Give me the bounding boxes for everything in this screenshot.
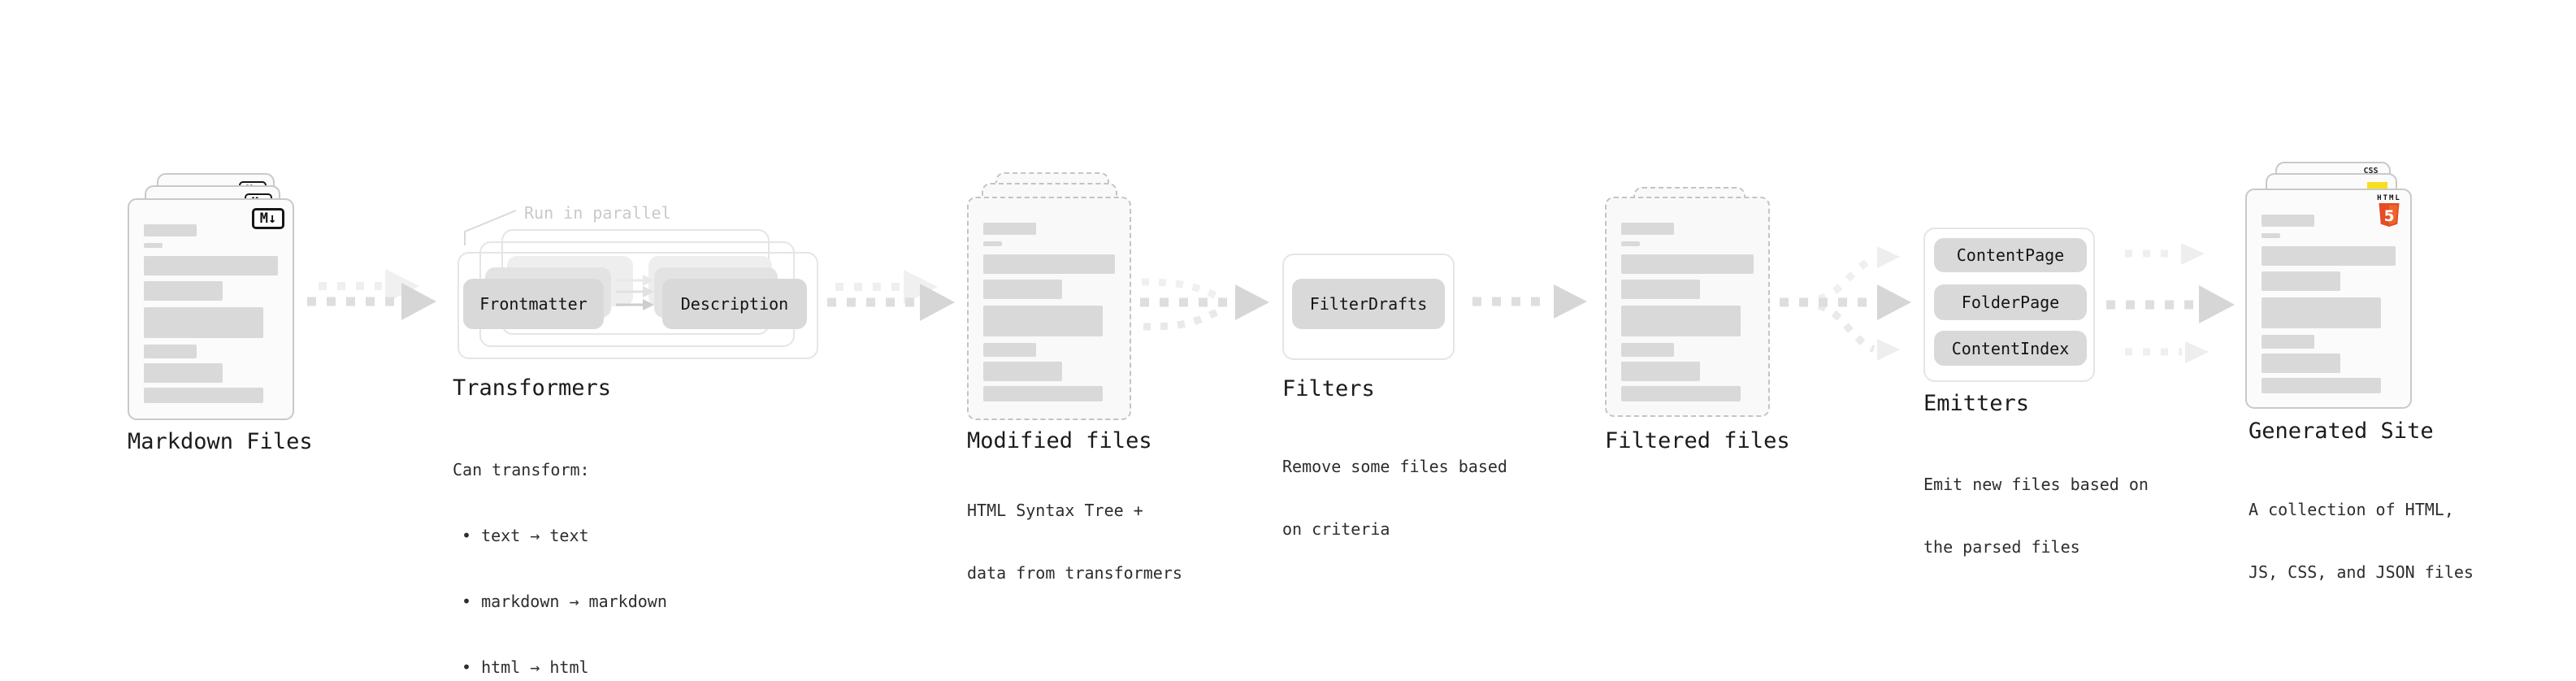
skeleton-bar: [144, 363, 223, 383]
filterdrafts-chip: FilterDrafts: [1292, 279, 1445, 329]
sub-line: • html → html: [462, 657, 589, 677]
skeleton-bar: [983, 362, 1062, 381]
skeleton-bar: [1621, 223, 1674, 235]
skeleton-bar: [1621, 343, 1674, 357]
sub-line: A collection of HTML,: [2249, 500, 2454, 519]
skeleton-bar: [2262, 354, 2340, 373]
stage-label-markdown-files: Markdown Files: [128, 429, 313, 454]
arrow-markdown-to-transformers-icon: [307, 269, 436, 320]
skeleton-bar: [983, 241, 1002, 246]
stage-label-modified-files: Modified files: [967, 428, 1152, 453]
sub-line: Can transform:: [453, 460, 590, 479]
skeleton-text: [983, 223, 1115, 401]
skeleton-text: [144, 224, 278, 403]
generated-site-description: A collection of HTML, JS, CSS, and JSON …: [2249, 458, 2474, 624]
skeleton-bar: [983, 223, 1036, 235]
markdown-file-card-front: M↓: [128, 198, 294, 420]
filtered-file-card-front: [1605, 197, 1770, 417]
svg-text:5: 5: [2384, 208, 2395, 225]
skeleton-bar: [1621, 241, 1640, 246]
arrow-transformers-to-modified-icon: [827, 270, 955, 321]
stage-label-transformers: Transformers: [453, 375, 612, 401]
contentpage-chip: ContentPage: [1934, 238, 2087, 272]
skeleton-bar: [2262, 246, 2396, 266]
stage-label-filtered-files: Filtered files: [1605, 428, 1790, 453]
filters-box: [1282, 254, 1455, 360]
skeleton-bar: [1621, 306, 1741, 336]
arrow-modified-to-filters-icon: [1140, 278, 1269, 331]
stage-label-generated-site: Generated Site: [2249, 419, 2434, 444]
folderpage-chip: FolderPage: [1934, 284, 2087, 320]
sub-line: on criteria: [1282, 518, 1390, 539]
skeleton-bar: [144, 388, 263, 403]
skeleton-bar: [1621, 362, 1700, 381]
modified-file-card-front: [967, 197, 1131, 420]
contentindex-chip: ContentIndex: [1934, 331, 2087, 366]
modified-files-description: HTML Syntax Tree + data from transformer…: [967, 459, 1182, 625]
skeleton-bar: [983, 254, 1115, 274]
emitters-description: Emit new files based on the parsed files: [1923, 433, 2149, 599]
html5-wordmark: HTML: [2377, 194, 2401, 202]
sub-line: Remove some files based: [1282, 457, 1507, 476]
transformers-description: Can transform: • text → text • markdown …: [453, 415, 667, 681]
skeleton-bar: [2262, 233, 2280, 238]
skeleton-bar: [1621, 386, 1741, 401]
skeleton-bar: [2262, 378, 2381, 393]
sub-line: HTML Syntax Tree +: [967, 501, 1143, 520]
skeleton-text: [2262, 215, 2396, 393]
arrow-filtered-to-emitters-icon: [1780, 246, 1911, 361]
markdown-icon: M↓: [252, 208, 284, 229]
skeleton-bar: [2262, 297, 2381, 328]
sub-line: Emit new files based on: [1923, 475, 2149, 494]
sub-line: JS, CSS, and JSON files: [2249, 562, 2474, 582]
skeleton-bar: [983, 280, 1062, 299]
frontmatter-chip: Frontmatter: [463, 279, 604, 329]
skeleton-bar: [144, 256, 278, 275]
skeleton-bar: [1621, 254, 1754, 274]
skeleton-bar: [2262, 271, 2340, 291]
skeleton-bar: [983, 386, 1103, 401]
sub-line: data from transformers: [967, 562, 1182, 583]
transformer-box-front: [458, 252, 818, 359]
skeleton-bar: [2262, 215, 2314, 227]
run-in-parallel-annotation: Run in parallel: [524, 203, 671, 223]
skeleton-bar: [2262, 335, 2314, 349]
skeleton-bar: [144, 345, 197, 358]
skeleton-bar: [983, 343, 1036, 357]
description-chip: Description: [662, 279, 807, 329]
skeleton-text: [1621, 223, 1754, 401]
skeleton-bar: [1621, 280, 1700, 299]
skeleton-bar: [983, 306, 1103, 336]
filters-description: Remove some files based on criteria: [1282, 415, 1507, 581]
skeleton-bar: [144, 281, 223, 301]
skeleton-bar: [144, 307, 263, 338]
sub-line: • markdown → markdown: [462, 592, 667, 611]
arrow-emitters-to-site-icon: [2106, 243, 2235, 363]
sub-line: the parsed files: [1923, 536, 2080, 557]
sub-line: • text → text: [462, 526, 589, 545]
stage-label-emitters: Emitters: [1923, 391, 2030, 416]
html5-shield: 5: [2379, 203, 2400, 227]
stage-label-filters: Filters: [1282, 376, 1375, 401]
site-file-card-html: HTML 5: [2245, 189, 2412, 409]
skeleton-bar: [144, 224, 197, 236]
skeleton-bar: [144, 243, 163, 248]
arrow-filters-to-filtered-icon: [1472, 284, 1587, 319]
emitters-box: [1923, 228, 2095, 382]
html5-icon: HTML 5: [2374, 194, 2405, 234]
